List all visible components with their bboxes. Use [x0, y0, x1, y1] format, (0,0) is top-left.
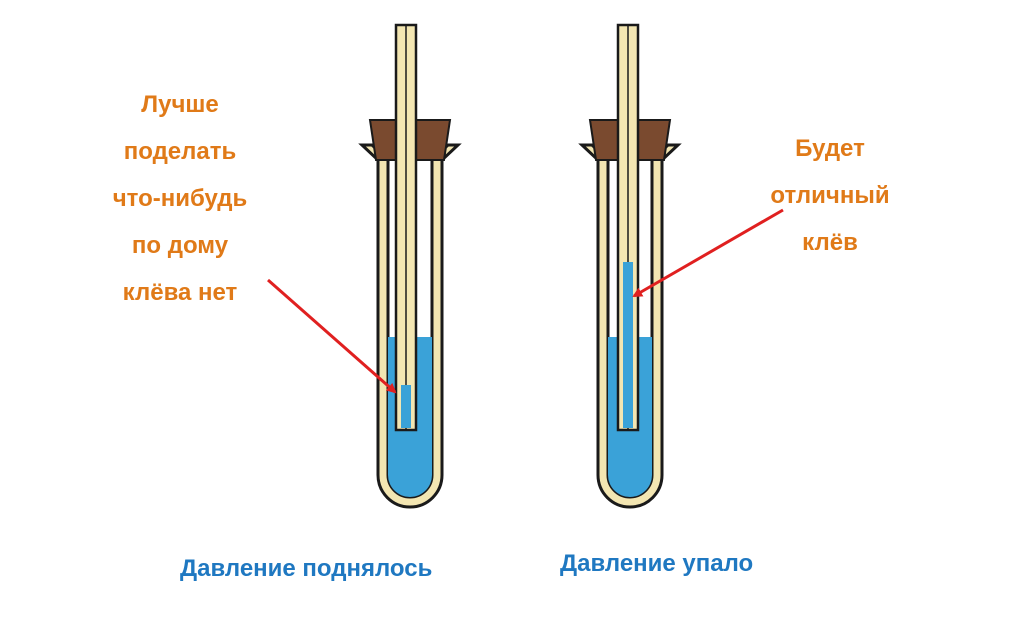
- left-note-line: что-нибудь: [112, 185, 248, 212]
- left-note-line: Лучше: [141, 91, 219, 118]
- left-note-line: клёва нет: [122, 279, 238, 306]
- right-note-line: Будет: [795, 135, 865, 162]
- left-pointer-arrow: [267, 278, 397, 394]
- left-note-line: по дому: [131, 232, 229, 259]
- right-caption: Давление упало: [560, 550, 754, 577]
- left-note: Лучше поделать что-нибудь по дому клёва …: [90, 93, 270, 328]
- left-test-tube: [358, 23, 462, 509]
- right-note-line: отличный: [770, 182, 890, 209]
- left-caption: Давление поднялось: [180, 555, 433, 582]
- left-note-line: поделать: [123, 138, 237, 165]
- right-test-tube: [578, 23, 682, 509]
- left-capillary-water: [401, 385, 411, 428]
- right-capillary-water: [623, 262, 633, 428]
- right-note: Будет отличный клёв: [735, 137, 925, 278]
- right-pointer-arrow: [632, 208, 784, 298]
- right-note-line: клёв: [802, 229, 858, 256]
